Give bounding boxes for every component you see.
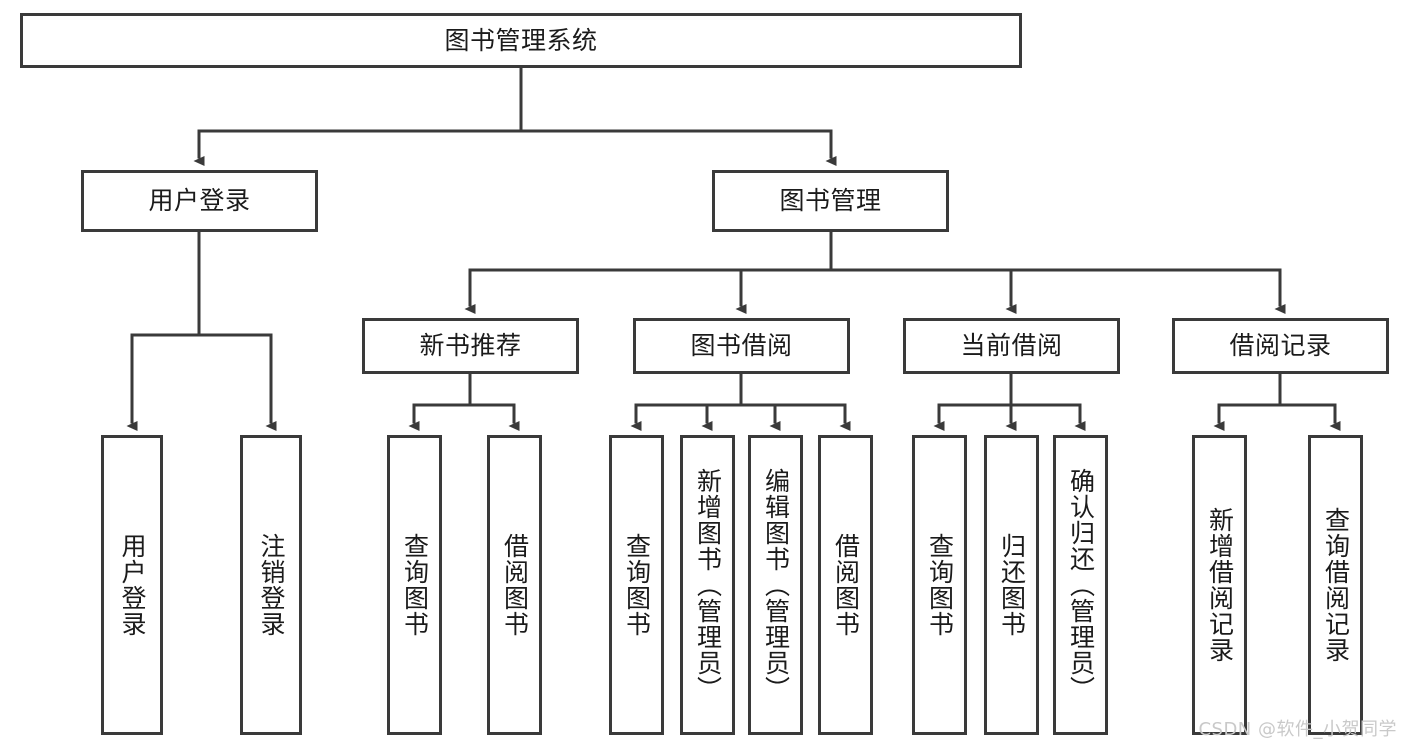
node-label: 归还图书 — [997, 533, 1027, 637]
node-label: 图书管理 — [779, 186, 882, 216]
node-leaf-add-book-admin[interactable]: 新增图书（管理员） — [680, 435, 735, 735]
node-leaf-add-borrow-record[interactable]: 新增借阅记录 — [1192, 435, 1247, 735]
node-leaf-user-logout[interactable]: 注销登录 — [240, 435, 302, 735]
node-label: 注销登录 — [257, 533, 286, 637]
node-leaf-query-book-rec[interactable]: 查询图书 — [387, 435, 442, 735]
node-current-borrow[interactable]: 当前借阅 — [903, 318, 1120, 374]
node-label: 借阅图书 — [500, 533, 530, 637]
node-label: 借阅图书 — [831, 533, 861, 637]
node-leaf-query-book-borrow[interactable]: 查询图书 — [609, 435, 664, 735]
node-user-login[interactable]: 用户登录 — [81, 170, 318, 232]
node-leaf-confirm-return-admin[interactable]: 确认归还（管理员） — [1053, 435, 1108, 735]
node-label: 图书管理系统 — [444, 25, 598, 55]
node-borrow-record[interactable]: 借阅记录 — [1172, 318, 1389, 374]
node-label: 查询图书 — [925, 533, 955, 637]
node-label: 新书推荐 — [419, 331, 522, 361]
node-label: 查询图书 — [622, 533, 652, 637]
node-book-manage[interactable]: 图书管理 — [712, 170, 949, 232]
node-label: 查询借阅记录 — [1321, 507, 1351, 663]
node-label: 确认归还（管理员） — [1066, 468, 1096, 702]
node-leaf-query-borrow-record[interactable]: 查询借阅记录 — [1308, 435, 1363, 735]
node-label: 用户登录 — [148, 186, 251, 216]
node-leaf-return-book[interactable]: 归还图书 — [984, 435, 1039, 735]
csdn-watermark: CSDN @软件_小贺同学 — [1198, 719, 1397, 740]
node-root[interactable]: 图书管理系统 — [20, 13, 1022, 68]
node-label: 借阅记录 — [1229, 331, 1332, 361]
node-book-borrow[interactable]: 图书借阅 — [633, 318, 850, 374]
node-label: 新增借阅记录 — [1205, 507, 1235, 663]
node-new-book-recommend[interactable]: 新书推荐 — [362, 318, 579, 374]
node-label: 新增图书（管理员） — [693, 468, 723, 702]
node-leaf-edit-book-admin[interactable]: 编辑图书（管理员） — [748, 435, 803, 735]
node-label: 查询图书 — [400, 533, 430, 637]
node-label: 图书借阅 — [690, 331, 793, 361]
node-leaf-borrow-book-rec[interactable]: 借阅图书 — [487, 435, 542, 735]
node-leaf-borrow-book[interactable]: 借阅图书 — [818, 435, 873, 735]
node-leaf-user-login[interactable]: 用户登录 — [101, 435, 163, 735]
node-label: 用户登录 — [118, 533, 147, 637]
node-leaf-query-book-current[interactable]: 查询图书 — [912, 435, 967, 735]
node-label: 编辑图书（管理员） — [761, 468, 791, 702]
node-label: 当前借阅 — [960, 331, 1063, 361]
